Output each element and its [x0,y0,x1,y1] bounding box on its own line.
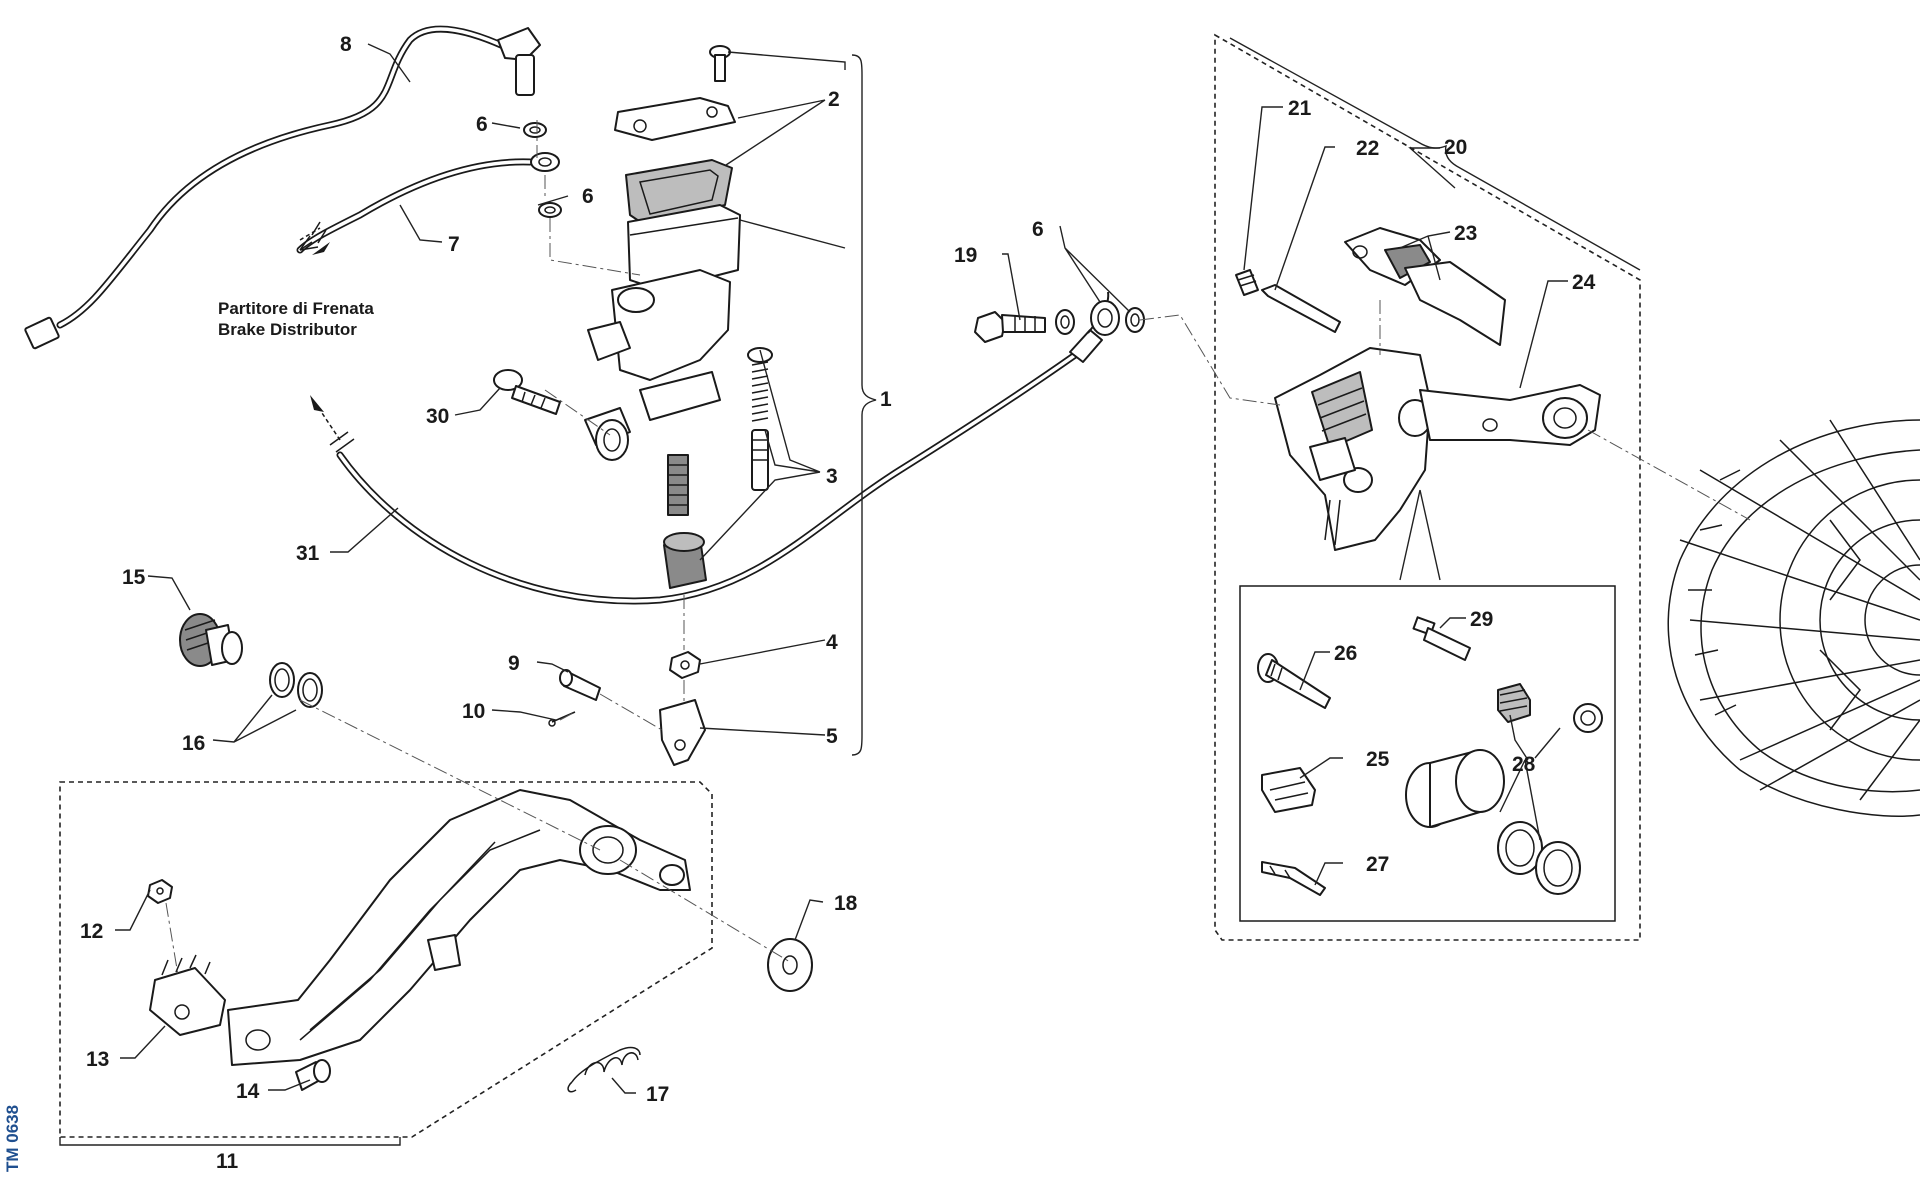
drawing-code: TM 0638 [3,1105,22,1172]
callout-1: 1 [880,388,892,411]
brake-hose-to-distributor [296,158,534,254]
banjo-bolt [974,311,1046,343]
reservoir-cap [614,97,736,141]
pedal-washer [767,938,813,992]
callout-29: 29 [1470,608,1493,631]
callout-3: 3 [826,465,838,488]
rear-wheel-sprocket [1667,419,1920,817]
callout-13: 13 [86,1048,109,1071]
callout-9: 9 [508,652,520,675]
callout-31: 31 [296,542,320,565]
callout-21: 21 [1288,97,1312,120]
callout-12: 12 [80,920,103,943]
callout-14: 14 [236,1080,260,1103]
callout-2: 2 [828,88,840,111]
lock-nut [669,651,701,679]
rear-master-cylinder [584,97,741,516]
pedal-kit-outline [59,781,713,1138]
callout-26: 26 [1334,642,1357,665]
slide-pin-boot [1497,683,1603,733]
pivot-bushing [179,613,243,667]
leader-lines [115,43,1568,1094]
callout-18: 18 [834,892,858,915]
cable-connector [24,316,60,350]
assembly-axis-lines [165,120,1751,976]
callout-22: 22 [1356,137,1379,160]
sensor-elbow [497,27,541,61]
bushing-o-rings [269,662,323,708]
brake-pedal [227,789,691,1066]
callout-10: 10 [462,700,485,723]
brake-pads [1344,227,1506,346]
callout-6-lower: 6 [582,185,594,208]
caption-english: Brake Distributor [218,320,357,339]
callout-28: 28 [1512,753,1536,776]
callout-6-upper: 6 [476,113,488,136]
banjo-washers-left [523,122,562,218]
group-1-bracket [851,54,877,756]
caliper-spares-box [1239,585,1616,922]
brake-sensor-cable [24,25,541,350]
callout-11: 11 [216,1150,239,1173]
callout-17: 17 [646,1083,669,1106]
caliper-kit-outline [1214,33,1641,941]
clevis-fork [659,699,706,766]
arrow-to-brake-distributor-lower [310,395,355,453]
rear-brake-caliper [1274,347,1432,551]
group-20-brace [1229,37,1641,271]
callout-23: 23 [1454,222,1477,245]
pad-pin [1261,284,1341,333]
callout-6-right: 6 [1032,218,1044,241]
pedal-pivot-screw [295,1059,331,1091]
callout-labels: 1 2 3 4 5 6 6 6 7 8 9 10 11 12 13 14 15 … [80,33,1596,1173]
callout-20: 20 [1444,136,1467,159]
cylinder-upper-body [627,204,741,291]
distributor-bolt [493,369,561,415]
pedal-tip [149,954,226,1036]
caption-italian: Partitore di Frenata [218,299,374,318]
cylinder-main-body [611,269,731,381]
return-spring [567,1046,641,1093]
callout-16: 16 [182,732,205,755]
callout-4: 4 [826,631,838,654]
slide-pin [1257,653,1331,709]
callout-24: 24 [1572,271,1596,294]
arrow-to-brake-distributor-upper [299,227,330,255]
callout-19: 19 [954,244,977,267]
pad-spring [1261,767,1316,813]
callout-25: 25 [1366,748,1390,771]
sensor-fitting [515,54,535,96]
hose-end-fitting [1069,329,1103,363]
pedal-tip-nut [147,879,173,904]
callout-30: 30 [426,405,449,428]
caliper-piston [1405,749,1505,828]
callout-27: 27 [1366,853,1389,876]
group-11-underline [59,1137,401,1146]
callout-5: 5 [826,725,838,748]
pad-pin-plug [1235,269,1259,296]
callout-8: 8 [340,33,352,56]
callout-15: 15 [122,566,146,589]
spring-and-valve [747,347,773,491]
piston-seals [1497,821,1581,895]
caliper-bracket-arm [1419,384,1601,446]
retaining-clip [1261,861,1326,896]
banjo-washers-right [1055,300,1145,336]
dust-boot [663,532,707,589]
callout-7: 7 [448,233,460,256]
bleed-valve [1412,616,1471,661]
reservoir-cap-screw [709,45,731,82]
clevis-pin [559,669,601,701]
